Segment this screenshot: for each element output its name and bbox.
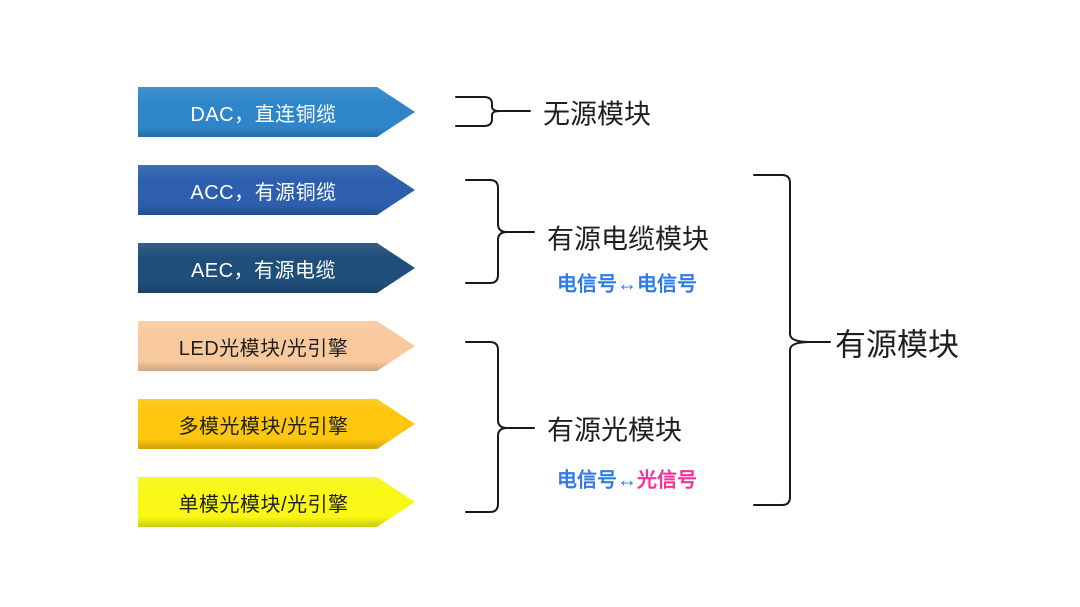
brace-active-cable-group [465, 179, 535, 284]
banner-multimode-optical-label: 多模光模块/光引擎 [178, 415, 349, 438]
optical-signal-right: 光信号 [637, 469, 697, 492]
optical-signal-conversion: 电信号↔光信号 [557, 464, 697, 493]
banner-dac: DAC，直连铜缆 [138, 87, 415, 137]
banner-acc-label: ACC，有源铜缆 [190, 181, 337, 204]
bidirectional-arrow-icon: ↔ [617, 273, 637, 296]
banner-dac-label: DAC，直连铜缆 [190, 103, 337, 126]
active-optical-module-label: 有源光模块 [547, 415, 682, 446]
banner-led-optical: LED光模块/光引擎 [138, 321, 415, 371]
banner-aec: AEC，有源电缆 [138, 243, 415, 293]
banner-singlemode-optical-label: 单模光模块/光引擎 [178, 493, 349, 516]
banner-singlemode-optical: 单模光模块/光引擎 [138, 477, 415, 527]
banner-multimode-optical: 多模光模块/光引擎 [138, 399, 415, 449]
banner-aec-label: AEC，有源电缆 [190, 259, 337, 282]
passive-module-label: 无源模块 [543, 99, 651, 130]
cable-signal-left: 电信号 [557, 273, 617, 296]
brace-active-optical-group [465, 341, 535, 513]
active-module-label: 有源模块 [835, 327, 959, 363]
cable-signal-right: 电信号 [637, 273, 697, 296]
banner-acc: ACC，有源铜缆 [138, 165, 415, 215]
cable-signal-conversion: 电信号↔电信号 [557, 268, 697, 297]
optical-signal-left: 电信号 [557, 469, 617, 492]
brace-active-modules [753, 174, 831, 506]
banner-led-optical-label: LED光模块/光引擎 [178, 337, 349, 360]
bidirectional-arrow-icon: ↔ [617, 469, 637, 492]
brace-passive-group [455, 96, 531, 127]
active-cable-module-label: 有源电缆模块 [547, 224, 709, 255]
